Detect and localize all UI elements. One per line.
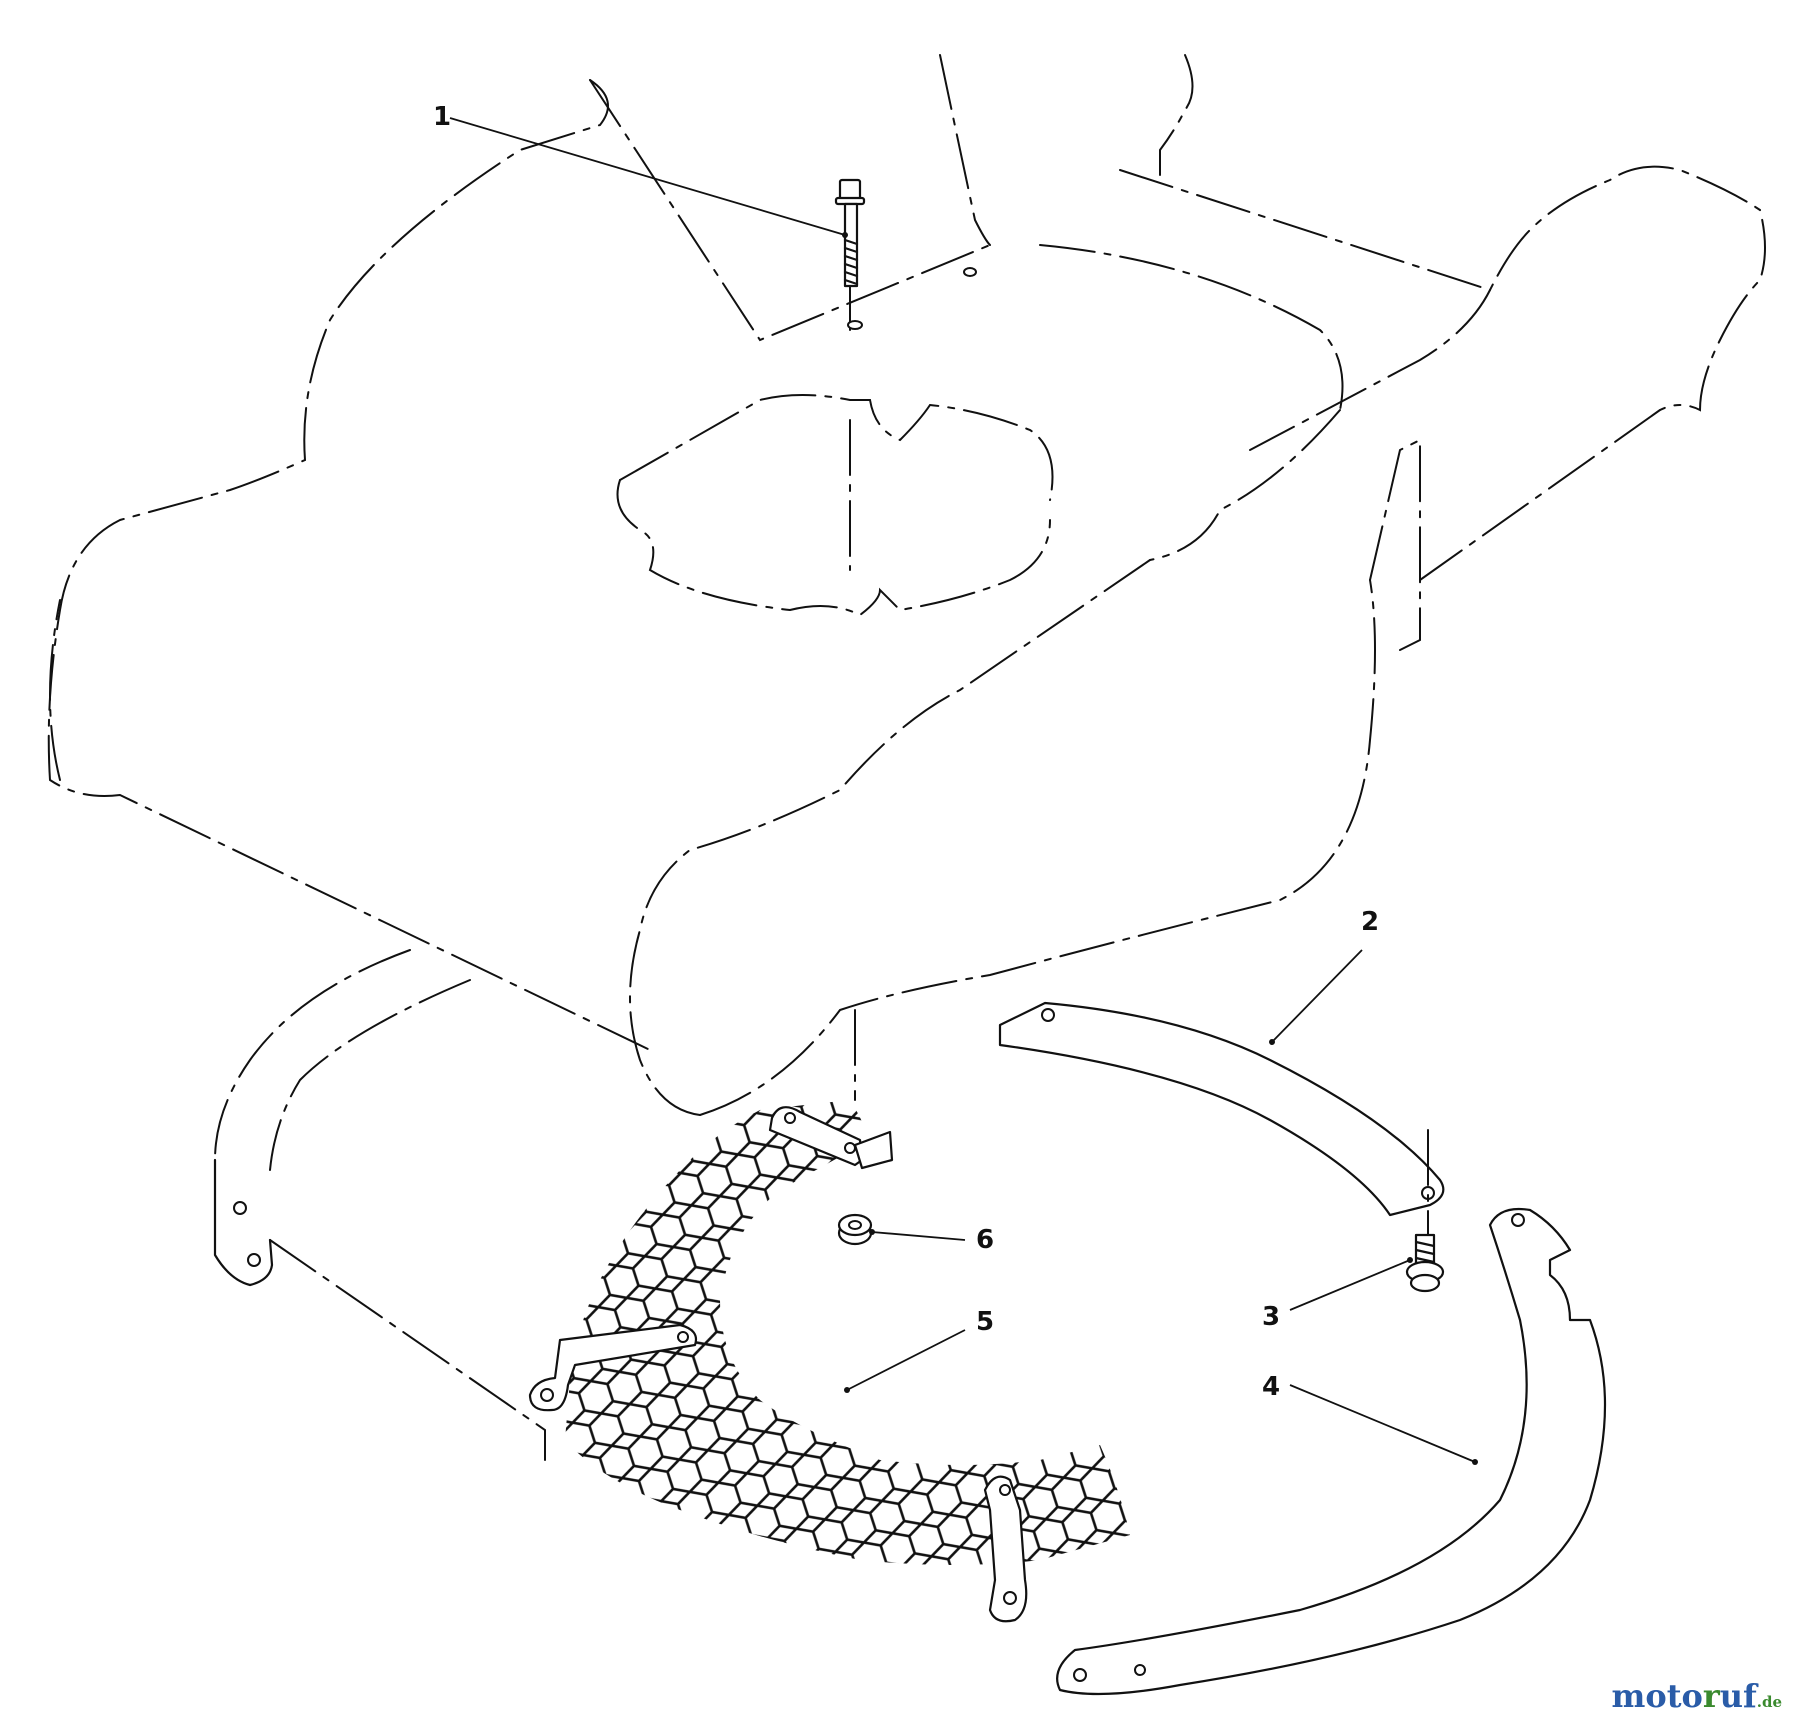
part-2-baffle-upper: [998, 1001, 1445, 1217]
svg-text:1: 1: [433, 102, 451, 132]
deck-hole-1: [847, 320, 863, 330]
part-3-bolt: [1405, 1233, 1445, 1293]
callout-1: 1: [433, 102, 848, 238]
watermark-part-c: uf: [1719, 1677, 1757, 1715]
callout-3: 3: [1262, 1257, 1413, 1332]
callout-4: 4: [1262, 1372, 1478, 1465]
mesh-bracket-right: [983, 1475, 1028, 1623]
mesh-bracket-left: [528, 1323, 698, 1412]
watermark-logo: motoruf.de: [1612, 1677, 1782, 1715]
callout-2: 2: [1269, 907, 1379, 1045]
mower-deck-phantom: [47, 54, 1766, 1171]
callout-5: 5: [844, 1307, 994, 1393]
watermark-part-d: .de: [1756, 1693, 1782, 1711]
part-4-baffle-lower: [1056, 1207, 1607, 1696]
part-5-mesh-screen: [528, 1100, 1130, 1623]
watermark-part-a: moto: [1611, 1677, 1703, 1715]
watermark-part-b: r: [1702, 1677, 1720, 1715]
svg-text:4: 4: [1262, 1372, 1280, 1402]
deck-hole-2: [963, 267, 977, 277]
svg-text:2: 2: [1361, 907, 1379, 937]
deck-skirt-left: [213, 1158, 546, 1461]
mesh-bracket-top: [768, 1106, 894, 1170]
part-1-bolt: [834, 178, 866, 288]
svg-text:6: 6: [976, 1225, 994, 1255]
callout-6: 6: [869, 1225, 994, 1255]
part-6-nut: [837, 1213, 873, 1246]
svg-text:5: 5: [976, 1307, 994, 1337]
svg-text:3: 3: [1262, 1302, 1280, 1332]
